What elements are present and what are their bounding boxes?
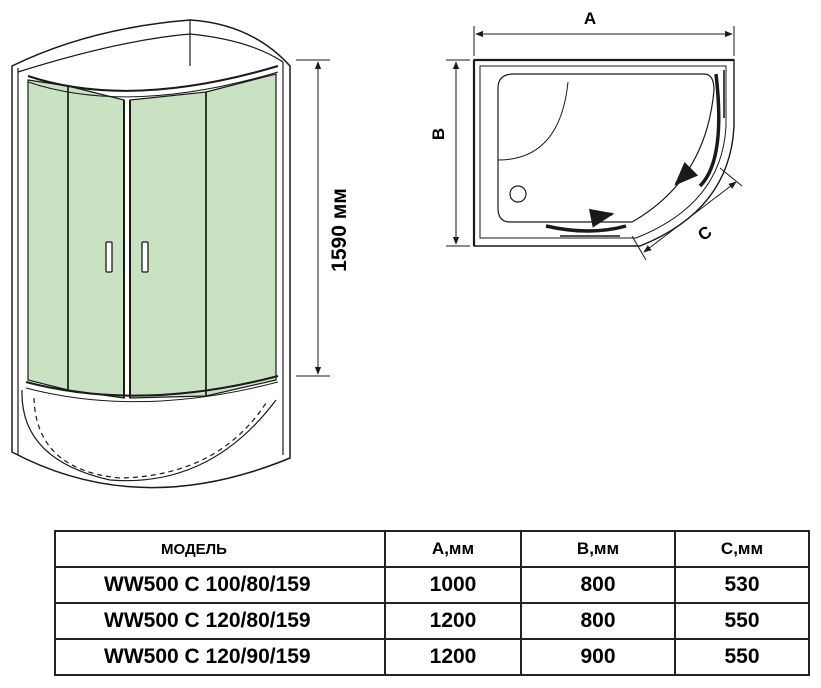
glass-panels bbox=[25, 65, 279, 403]
cell-c: 530 bbox=[674, 566, 810, 604]
cell-b: 800 bbox=[520, 566, 676, 604]
bottom-rail bbox=[25, 375, 279, 397]
header-b: B,мм bbox=[520, 530, 676, 568]
bottom-rail-inner bbox=[25, 381, 279, 403]
cell-model: WW500 C 120/80/159 bbox=[54, 602, 386, 640]
header-c: C,мм bbox=[674, 530, 810, 568]
dim-c-line bbox=[643, 181, 737, 253]
table-row: WW500 C 120/90/159 1200 900 550 bbox=[54, 638, 810, 676]
tray-hidden-bowl bbox=[33, 397, 269, 479]
header-model: МОДЕЛЬ bbox=[54, 530, 386, 568]
dim-c-ext-top bbox=[719, 167, 743, 187]
cell-c: 550 bbox=[674, 602, 810, 640]
plan-tray-inner bbox=[479, 65, 727, 239]
door-handle-right bbox=[141, 241, 149, 273]
table-row: WW500 C 100/80/159 1000 800 530 bbox=[54, 566, 810, 604]
glass-panel-right-fixed bbox=[205, 73, 277, 397]
plan-view: A B C bbox=[429, 9, 743, 261]
top-curve-inner bbox=[17, 33, 284, 73]
plan-seat-curve bbox=[497, 81, 569, 161]
cell-c: 550 bbox=[674, 638, 810, 676]
plan-door-arc bbox=[698, 73, 721, 188]
glass-panel-left-door bbox=[67, 85, 125, 399]
dim-c-label: C bbox=[694, 222, 715, 245]
dim-c-ext-bottom bbox=[631, 235, 647, 261]
table-row: WW500 C 120/80/159 1200 800 550 bbox=[54, 602, 810, 640]
plan-slide-arrow-right bbox=[588, 208, 615, 228]
cell-a: 1200 bbox=[384, 638, 522, 676]
height-dimension-label: 1590 мм bbox=[328, 188, 351, 272]
plan-tray-outline bbox=[473, 59, 735, 247]
cell-model: WW500 C 100/80/159 bbox=[54, 566, 386, 604]
glass-panel-left-fixed bbox=[27, 79, 69, 391]
spec-table: МОДЕЛЬ A,мм B,мм C,мм WW500 C 100/80/159… bbox=[54, 530, 810, 676]
tray-outline bbox=[21, 389, 277, 482]
table-header-row: МОДЕЛЬ A,мм B,мм C,мм bbox=[54, 530, 810, 568]
top-rail-inner bbox=[27, 71, 279, 98]
cell-b: 900 bbox=[520, 638, 676, 676]
header-a: A,мм bbox=[384, 530, 522, 568]
cell-model: WW500 C 120/90/159 bbox=[54, 638, 386, 676]
front-view: 1590 мм bbox=[11, 19, 351, 489]
cabin-outer-frame bbox=[11, 19, 291, 489]
cell-b: 800 bbox=[520, 602, 676, 640]
cell-a: 1000 bbox=[384, 566, 522, 604]
plan-drain bbox=[509, 185, 527, 203]
plan-basin bbox=[497, 73, 715, 223]
dim-a-label: A bbox=[584, 9, 596, 28]
top-rail bbox=[27, 65, 279, 92]
plan-door-arc-lower bbox=[545, 224, 627, 233]
door-handle-left bbox=[105, 241, 113, 273]
plan-slide-arrow-left bbox=[674, 161, 699, 186]
cell-a: 1200 bbox=[384, 602, 522, 640]
dim-b-label: B bbox=[429, 128, 448, 140]
